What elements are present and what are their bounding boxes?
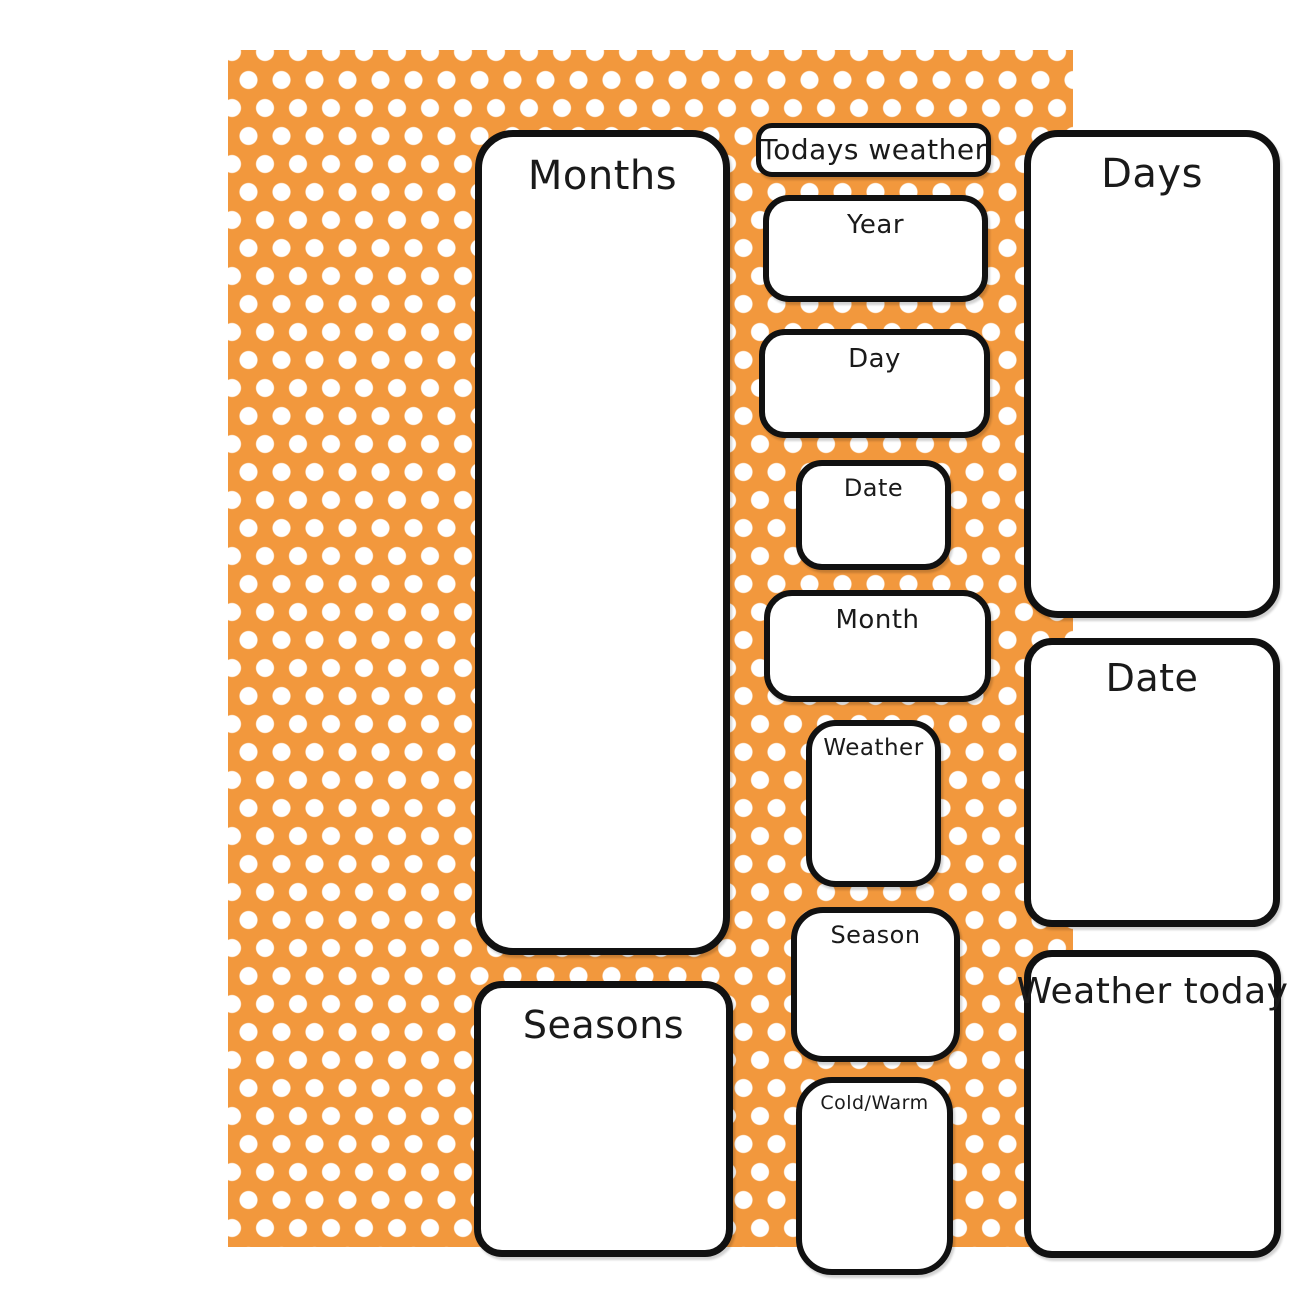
weather-today-label: Weather today bbox=[1016, 971, 1289, 1012]
date-large-box: Date bbox=[1024, 638, 1280, 927]
season-box: Season bbox=[791, 907, 960, 1062]
month-label: Month bbox=[835, 605, 920, 635]
seasons-label: Seasons bbox=[522, 1003, 685, 1047]
seasons-box: Seasons bbox=[474, 981, 733, 1257]
year-label: Year bbox=[846, 210, 905, 240]
todays-weather-title-box: Todays weather bbox=[756, 123, 991, 177]
polka-dot-board: Months Seasons Todays weather Year Day D… bbox=[228, 50, 1288, 1275]
days-label: Days bbox=[1101, 151, 1203, 197]
cold-warm-label: Cold/Warm bbox=[820, 1092, 929, 1114]
weather-box: Weather bbox=[806, 720, 941, 887]
season-label: Season bbox=[830, 921, 921, 949]
weather-today-box: Weather today bbox=[1017, 950, 1288, 1258]
date-large-label: Date bbox=[1105, 656, 1199, 700]
year-box: Year bbox=[763, 195, 988, 302]
todays-weather-label: Todays weather bbox=[760, 132, 987, 166]
months-box: Months bbox=[475, 130, 730, 955]
day-label: Day bbox=[848, 344, 901, 374]
months-label: Months bbox=[527, 153, 678, 199]
cold-warm-box: Cold/Warm bbox=[796, 1077, 953, 1275]
weather-label: Weather bbox=[823, 735, 924, 761]
days-box: Days bbox=[1024, 130, 1280, 618]
month-box: Month bbox=[764, 590, 991, 702]
date-small-label: Date bbox=[843, 474, 904, 502]
day-box: Day bbox=[759, 329, 990, 438]
date-small-box: Date bbox=[796, 460, 951, 570]
